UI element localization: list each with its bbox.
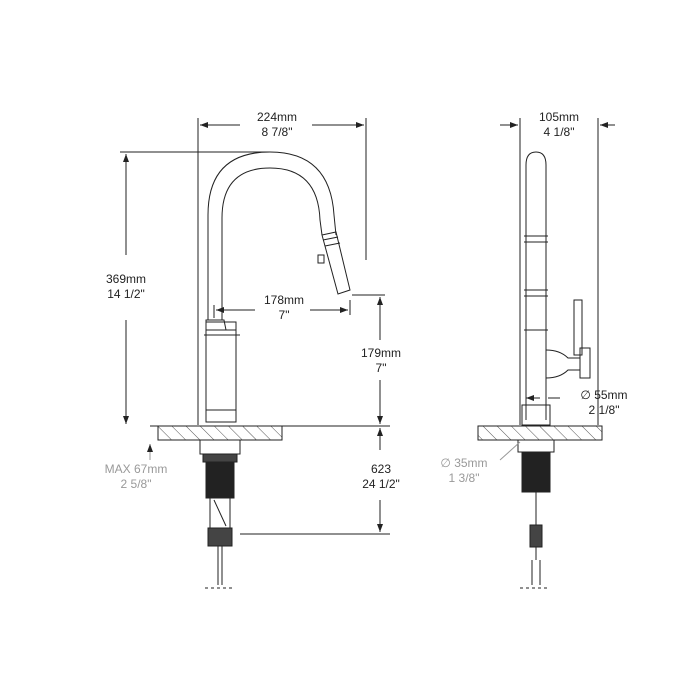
depth-dimension: 105mm 4 1/8" bbox=[524, 110, 594, 140]
reach-in: 7" bbox=[278, 308, 290, 322]
height-in: 14 1/2" bbox=[107, 287, 145, 301]
hose-length-dimension: 623 24 1/2" bbox=[352, 462, 410, 492]
max-deck-in: 2 5/8" bbox=[120, 477, 152, 491]
width-dimension: 224mm 8 7/8" bbox=[242, 110, 312, 140]
width-mm: 224mm bbox=[256, 110, 297, 124]
width-in: 8 7/8" bbox=[261, 125, 293, 139]
reach-mm: 178mm bbox=[263, 293, 304, 307]
hose-length-mm: 623 bbox=[370, 462, 392, 476]
clearance-in: 7" bbox=[375, 361, 387, 375]
max-deck-dimension: MAX 67mm 2 5/8" bbox=[96, 462, 176, 492]
clearance-mm: 179mm bbox=[360, 346, 401, 360]
hole-diameter-in: 1 3/8" bbox=[448, 471, 480, 485]
depth-in: 4 1/8" bbox=[543, 125, 575, 139]
hole-diameter-dimension: ∅ 35mm 1 3/8" bbox=[434, 456, 494, 486]
base-diameter-dimension: ∅ 55mm 2 1/8" bbox=[574, 388, 634, 418]
height-mm: 369mm bbox=[105, 272, 146, 286]
hose-length-in: 24 1/2" bbox=[362, 477, 400, 491]
clearance-dimension: 179mm 7" bbox=[352, 346, 410, 376]
depth-mm: 105mm bbox=[538, 110, 579, 124]
base-diameter-mm: ∅ 55mm bbox=[580, 388, 628, 402]
max-deck-mm: MAX 67mm bbox=[104, 462, 168, 476]
reach-dimension: 178mm 7" bbox=[256, 293, 312, 323]
hole-diameter-mm: ∅ 35mm bbox=[440, 456, 488, 470]
base-diameter-in: 2 1/8" bbox=[588, 403, 620, 417]
height-dimension: 369mm 14 1/2" bbox=[96, 272, 156, 302]
